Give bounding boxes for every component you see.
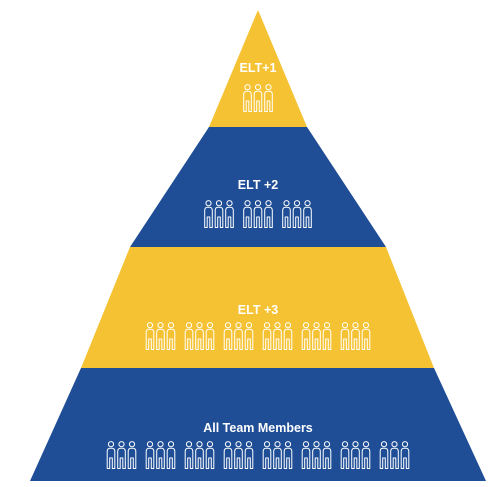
tier-band: [209, 10, 307, 127]
tier-band: [81, 247, 434, 368]
tier-label: All Team Members: [203, 421, 313, 435]
tier-elt-plus-3: ELT +3: [81, 247, 434, 368]
tier-label: ELT +2: [238, 178, 278, 192]
tier-label: ELT+1: [240, 61, 277, 75]
tier-elt-plus-1: ELT+1: [209, 10, 307, 127]
tier-band: [30, 368, 486, 481]
tier-label: ELT +3: [238, 303, 278, 317]
tier-band: [130, 127, 386, 247]
tier-all-team-members: All Team Members: [30, 368, 486, 481]
tier-elt-plus-2: ELT +2: [130, 127, 386, 247]
